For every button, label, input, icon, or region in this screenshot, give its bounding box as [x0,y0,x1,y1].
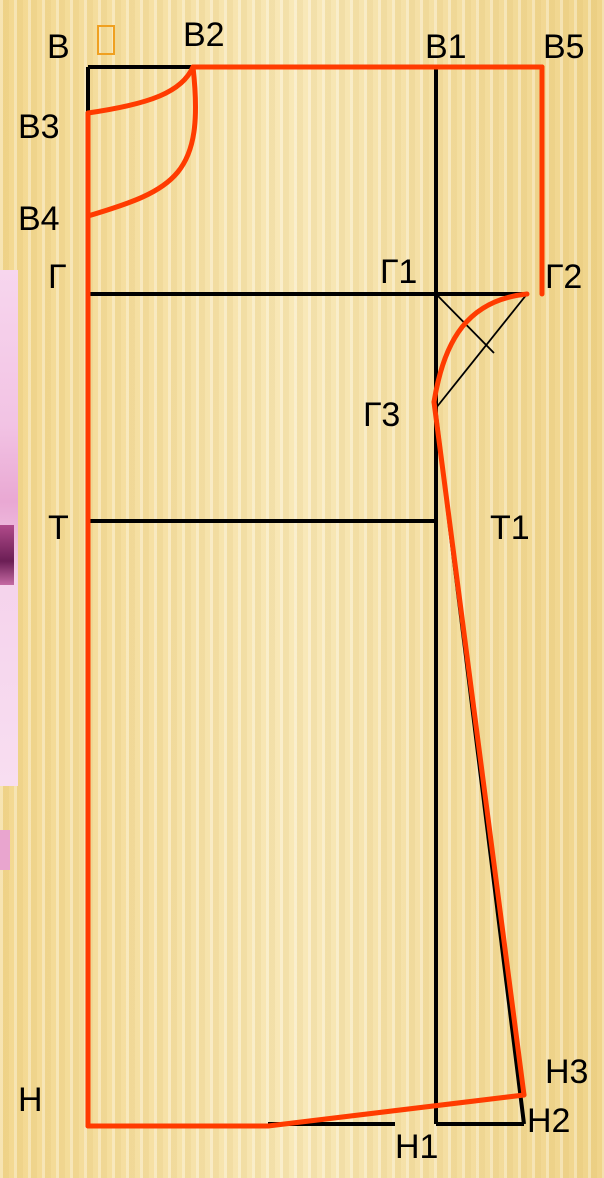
label-h2: Н2 [527,1102,571,1140]
label-t: Т [48,509,69,547]
label-h1: Н1 [395,1128,439,1166]
label-g2: Г2 [545,258,583,296]
missing-glyph-box [97,25,115,55]
hem-slope-h3 [265,1092,527,1129]
label-h3: Н3 [545,1053,589,1091]
photo-light-area [0,830,10,870]
label-b3: В3 [18,108,60,146]
armhole-curve [431,291,530,405]
label-b4: В4 [18,200,60,238]
label-b2: В2 [183,16,225,54]
label-g3: Г3 [363,396,401,434]
neck-curve-front [85,64,199,219]
pattern-outline [85,64,545,1129]
label-b: В [47,28,70,66]
side-seam-g3-h3 [431,399,527,1098]
label-h: Н [18,1081,43,1119]
label-b5: В5 [543,28,585,66]
photo-dark-area [0,525,14,585]
label-b1: В1 [425,28,467,66]
photo-edge-strip [0,270,18,870]
diagonal-g3-g2 [435,293,528,409]
label-g: Г [48,258,67,296]
label-g1: Г1 [380,253,418,291]
label-t1: Т1 [490,509,530,547]
neck-curve-back [85,64,196,116]
